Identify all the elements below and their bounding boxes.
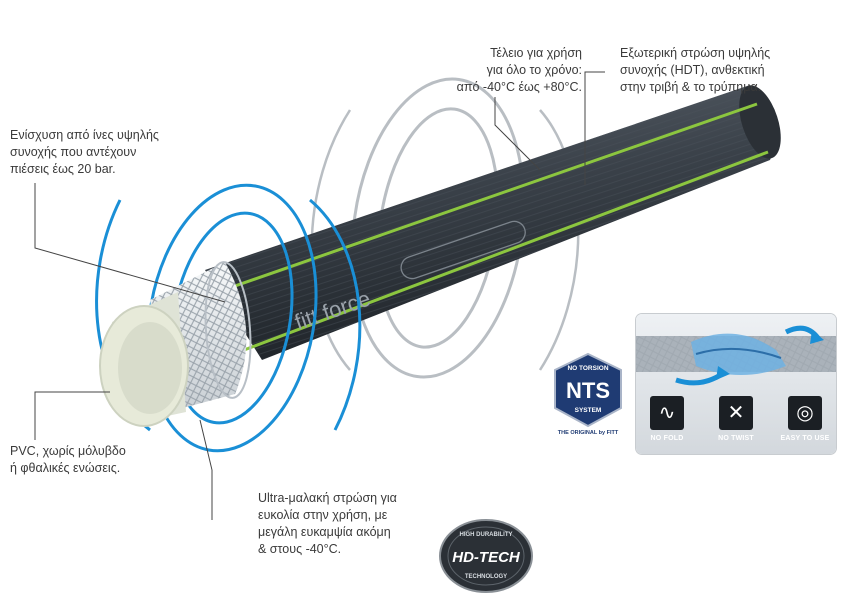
- nts-badge-top-text: NO TORSION: [567, 365, 608, 372]
- hdtech-badge-main-text: HD-TECH: [452, 549, 521, 566]
- hdtech-badge-bottom-text: TECHNOLOGY: [465, 574, 507, 580]
- nts-feature-panel: ∿ ✕ ◎ NO FOLD NO TWIST EASY TO USE: [636, 314, 836, 454]
- nts-badge: NO TORSION NTS SYSTEM: [554, 352, 622, 428]
- leader-lines: [34, 71, 605, 520]
- hdtech-badge: HIGH DURABILITY HD-TECH TECHNOLOGY: [439, 519, 533, 593]
- no-fold-label: NO FOLD: [650, 435, 684, 442]
- hdtech-badge-top-text: HIGH DURABILITY: [460, 532, 513, 538]
- hose-outer-layer: [205, 85, 781, 360]
- nts-hose-illustration: [636, 325, 836, 386]
- fiber-reinforcement-label: Ενίσχυση από ίνες υψηλής συνοχής που αντ…: [10, 128, 159, 176]
- temperature-range-label: Τέλειο για χρήση για όλο το χρόνο: από -…: [456, 46, 582, 94]
- easy-to-use-label: EASY TO USE: [780, 435, 830, 442]
- nts-badge-main-text: NTS: [566, 378, 610, 403]
- easy-to-use-icon: ◎: [788, 396, 822, 430]
- nts-tagline: THE ORIGINAL by FITT: [557, 430, 619, 436]
- no-twist-icon: ✕: [719, 396, 753, 430]
- no-fold-icon: ∿: [650, 396, 684, 430]
- outer-layer-label: Εξωτερική στρώση υψηλής συνοχής (HDT), α…: [620, 46, 771, 94]
- pvc-core-label: PVC, χωρίς μόλυβδο ή φθαλικές ενώσεις.: [10, 444, 126, 475]
- pvc-inner-core: [99, 292, 189, 427]
- no-twist-label: NO TWIST: [718, 435, 754, 442]
- ultra-soft-layer-label: Ultra-μαλακή στρώση για ευκολία στην χρή…: [258, 491, 397, 556]
- nts-badge-bottom-text: SYSTEM: [575, 407, 602, 414]
